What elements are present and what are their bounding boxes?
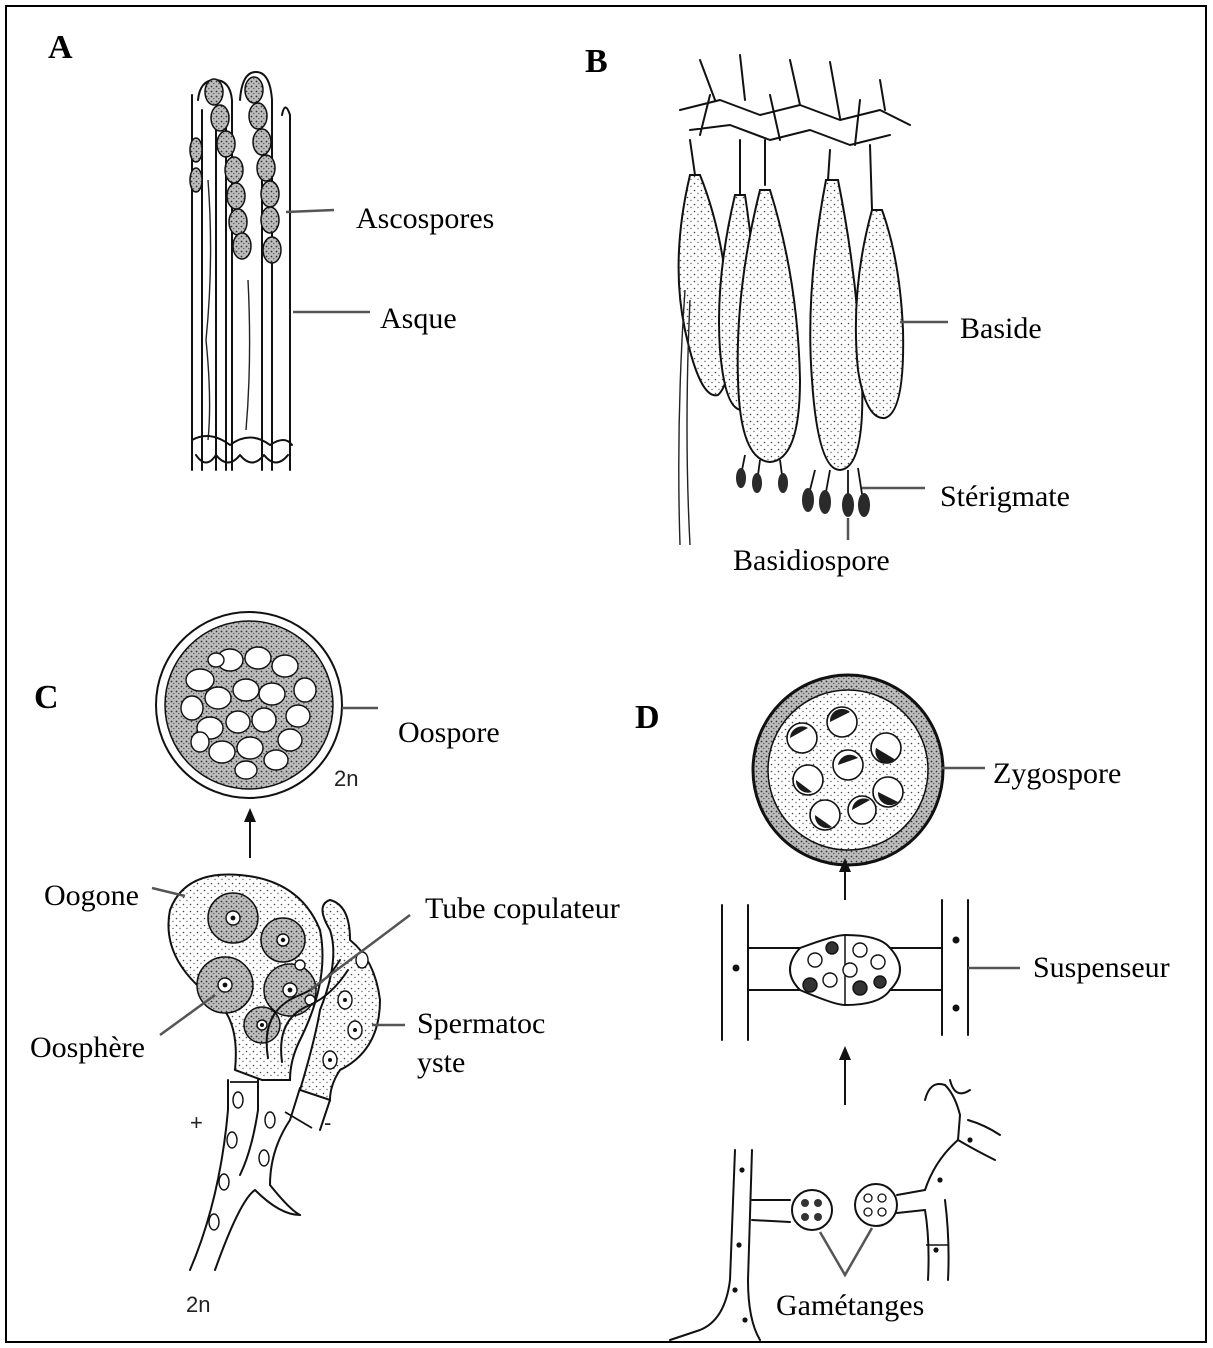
oospore-illustration bbox=[156, 612, 342, 798]
label-baside: Baside bbox=[960, 312, 1042, 345]
panel-a-letter: A bbox=[48, 29, 73, 66]
label-spermatocyste-line2: yste bbox=[417, 1046, 465, 1079]
panel-b-letter: B bbox=[585, 43, 608, 80]
panel-c-letter: C bbox=[34, 679, 59, 716]
oosphere-leader bbox=[160, 995, 215, 1035]
ascospore-chain bbox=[190, 77, 281, 263]
arrow-up-icon bbox=[244, 808, 256, 858]
basidiospores bbox=[736, 468, 870, 517]
basidium bbox=[856, 210, 903, 418]
zygospore-illustration bbox=[753, 675, 943, 865]
asci-illustration bbox=[190, 72, 292, 470]
ascospores-leader bbox=[286, 210, 334, 212]
suspensor-illustration bbox=[722, 900, 968, 1040]
panel-c: C Oospore 2n bbox=[30, 612, 620, 1317]
label-asque: Asque bbox=[380, 302, 457, 335]
oogone-illustration bbox=[168, 874, 380, 1270]
arrow-up-icon bbox=[839, 1046, 851, 1105]
panel-a: A bbox=[48, 29, 494, 470]
label-gametanges: Gamétanges bbox=[776, 1289, 924, 1322]
label-sterigmate: Stérigmate bbox=[940, 480, 1070, 513]
panel-d: D Zygospore bbox=[635, 675, 1170, 1340]
panel-b: B bbox=[585, 43, 1070, 577]
label-minus: - bbox=[324, 1110, 331, 1135]
gametanges-leader bbox=[820, 1228, 872, 1275]
label-spermatocyste-line1: Spermatoc bbox=[417, 1007, 545, 1040]
label-tube-copulateur: Tube copulateur bbox=[425, 892, 620, 925]
basidia-illustration bbox=[679, 55, 910, 545]
basidium bbox=[810, 180, 862, 470]
label-oosphere: Oosphère bbox=[30, 1031, 145, 1064]
label-basidiospore: Basidiospore bbox=[733, 544, 890, 577]
panel-d-letter: D bbox=[635, 699, 660, 736]
label-ploidy-oospore: 2n bbox=[334, 766, 358, 791]
label-oogone: Oogone bbox=[44, 879, 139, 912]
label-oospore: Oospore bbox=[398, 716, 500, 749]
label-suspenseur: Suspenseur bbox=[1033, 951, 1170, 984]
label-plus: + bbox=[190, 1110, 203, 1135]
label-zygospore: Zygospore bbox=[993, 757, 1121, 790]
label-ploidy-hyphae: 2n bbox=[186, 1292, 210, 1317]
label-ascospores: Ascospores bbox=[356, 202, 494, 235]
